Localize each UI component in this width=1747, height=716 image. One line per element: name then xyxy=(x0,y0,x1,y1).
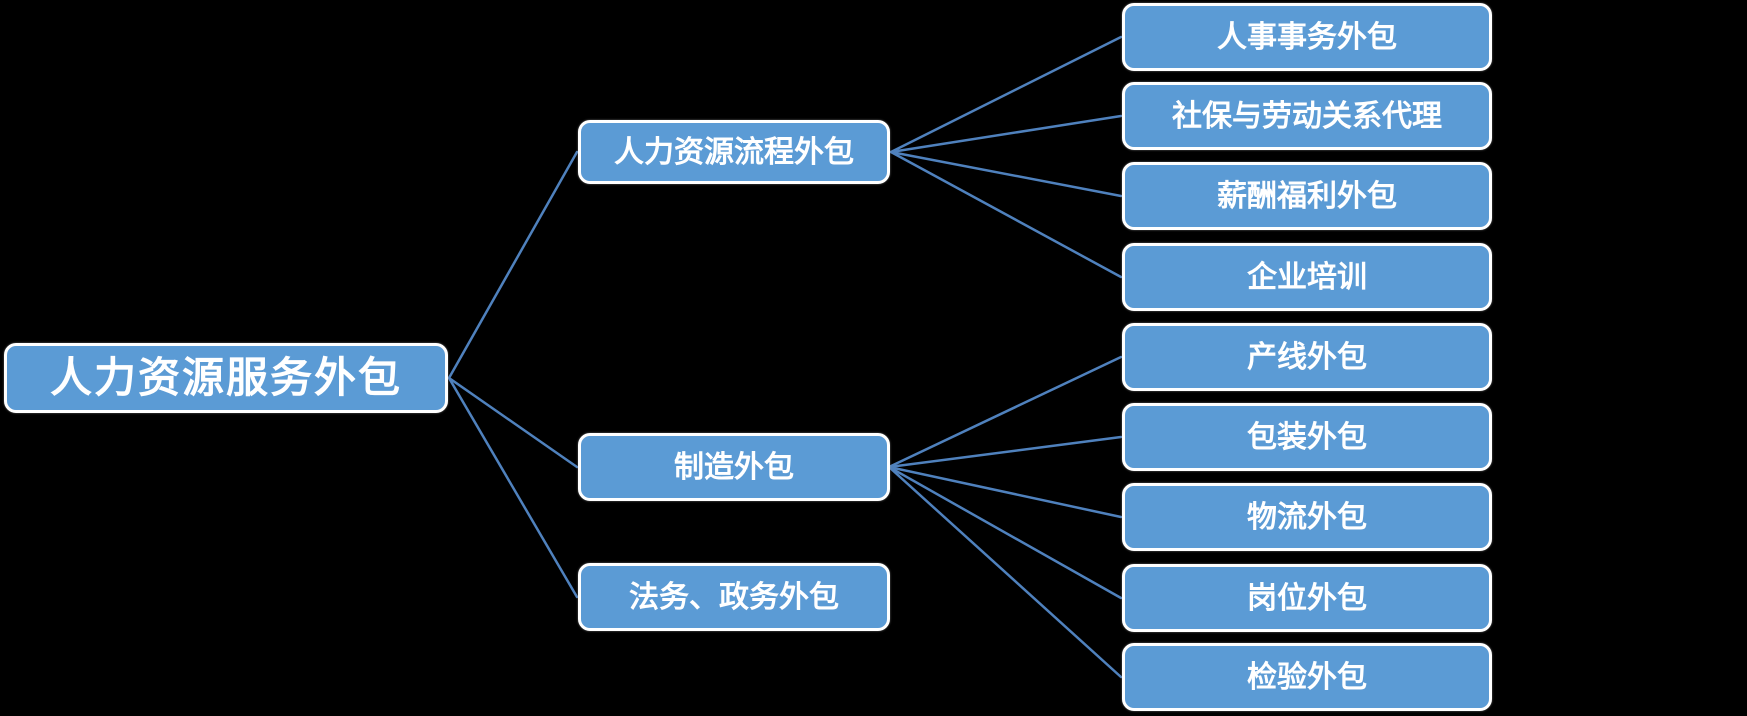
node-leaf-label: 企业培训 xyxy=(1247,259,1367,295)
node-branch-label: 人力资源流程外包 xyxy=(614,134,854,170)
node-leaf-packaging: 包装外包 xyxy=(1122,403,1492,471)
node-leaf-social-security-labor: 社保与劳动关系代理 xyxy=(1122,82,1492,150)
node-leaf-label: 包装外包 xyxy=(1247,419,1367,455)
connector-branch1-leaf1 xyxy=(887,435,1123,469)
node-leaf-label: 检验外包 xyxy=(1247,659,1367,695)
connector-root-branch2 xyxy=(447,376,579,599)
node-leaf-label: 社保与劳动关系代理 xyxy=(1172,98,1442,134)
connector-branch0-leaf3 xyxy=(889,150,1123,279)
connector-branch0-leaf0 xyxy=(889,35,1123,154)
node-leaf-label: 薪酬福利外包 xyxy=(1217,178,1397,214)
connector-root-branch0 xyxy=(447,150,579,380)
node-leaf-logistics: 物流外包 xyxy=(1122,483,1492,551)
node-root: 人力资源服务外包 xyxy=(4,343,448,413)
connector-branch1-leaf2 xyxy=(887,465,1123,519)
node-leaf-corporate-training: 企业培训 xyxy=(1122,243,1492,311)
node-leaf-label: 人事事务外包 xyxy=(1217,19,1397,55)
node-branch-label: 制造外包 xyxy=(674,449,794,485)
node-branch-manufacturing: 制造外包 xyxy=(578,433,890,501)
node-leaf-payroll-benefits: 薪酬福利外包 xyxy=(1122,162,1492,230)
node-leaf-label: 岗位外包 xyxy=(1247,580,1367,616)
node-leaf-label: 产线外包 xyxy=(1247,339,1367,375)
connector-branch1-leaf4 xyxy=(887,465,1123,679)
node-leaf-inspection: 检验外包 xyxy=(1122,643,1492,711)
connector-branch1-leaf3 xyxy=(887,465,1123,600)
connector-branch1-leaf0 xyxy=(887,355,1123,469)
connector-root-branch1 xyxy=(447,376,579,469)
node-branch-label: 法务、政务外包 xyxy=(629,579,839,615)
node-leaf-personnel-affairs: 人事事务外包 xyxy=(1122,3,1492,71)
connector-branch0-leaf2 xyxy=(889,150,1123,198)
node-leaf-production-line: 产线外包 xyxy=(1122,323,1492,391)
node-root-label: 人力资源服务外包 xyxy=(49,352,402,402)
node-leaf-position: 岗位外包 xyxy=(1122,564,1492,632)
node-branch-legal-gov: 法务、政务外包 xyxy=(578,563,890,631)
connector-branch0-leaf1 xyxy=(889,114,1123,154)
node-branch-hr-process: 人力资源流程外包 xyxy=(578,120,890,184)
node-leaf-label: 物流外包 xyxy=(1247,499,1367,535)
